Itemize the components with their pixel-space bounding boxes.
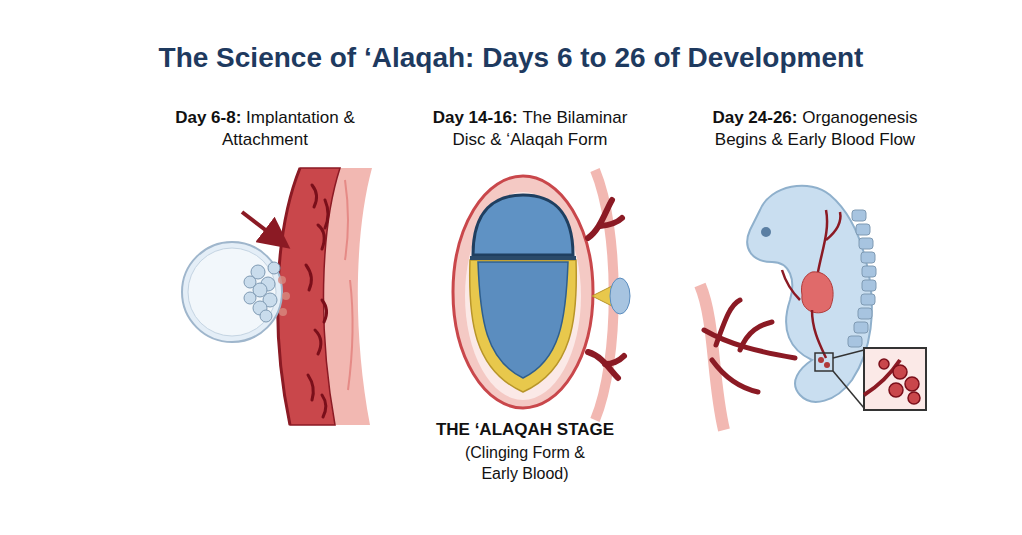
panel-heading: Day 24-26:Organogenesis Begins & Early B… xyxy=(698,107,933,151)
panel-heading: Day 6-8:Implantation & Attachment xyxy=(173,107,358,151)
blastocyst xyxy=(182,242,290,342)
stage-subcaption: (Clinging Form & Early Blood) xyxy=(445,443,605,485)
day-range: Day 24-26: xyxy=(712,108,797,127)
day-range: Day 6-8: xyxy=(175,108,241,127)
placental-vessels xyxy=(700,285,795,430)
attachment-arrow xyxy=(242,212,284,244)
alaqah-embryo xyxy=(453,170,630,420)
embryo xyxy=(747,186,926,410)
panel-heading: Day 14-16:The Bilaminar Disc & ‘Alaqah F… xyxy=(423,107,638,151)
day-range: Day 14-16: xyxy=(433,108,518,127)
stage-caption: THE ‘ALAQAH STAGE xyxy=(420,420,630,440)
diagram-title: The Science of ‘Alaqah: Days 6 to 26 of … xyxy=(0,42,1022,74)
stage-name: Implantation & Attachment xyxy=(222,108,355,149)
uterine-wall xyxy=(278,168,372,425)
